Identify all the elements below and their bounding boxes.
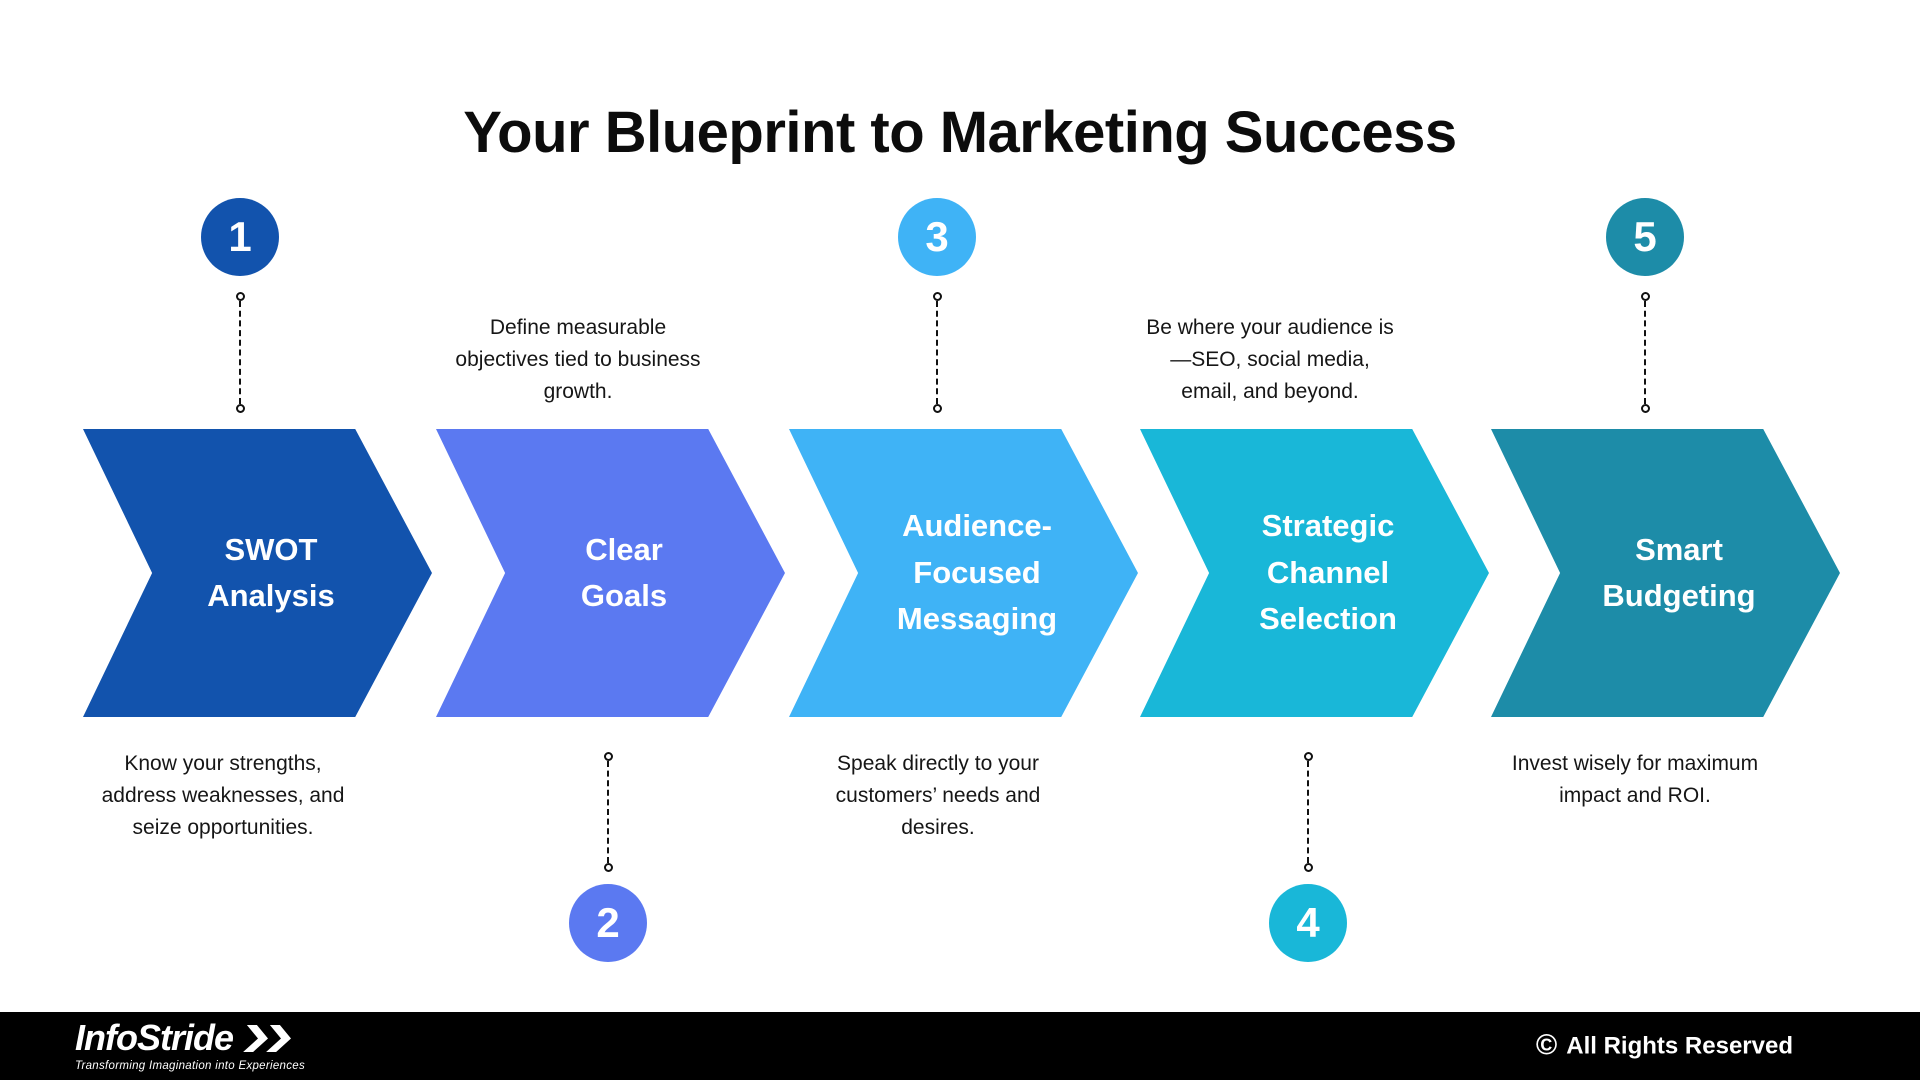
chevron-4: Strategic Channel Selection	[1140, 429, 1489, 717]
connector-4	[1302, 752, 1314, 872]
connector-ring-icon	[603, 752, 613, 761]
page-title: Your Blueprint to Marketing Success	[463, 100, 1457, 165]
copyright-notice: © All Rights Reserved	[1535, 1029, 1793, 1062]
chevron-label-3: Audience- Focused Messaging	[896, 508, 1058, 637]
double-chevron-right-icon	[243, 1024, 293, 1052]
step-circle-1: 1	[201, 198, 279, 276]
connector-dashed-line	[239, 301, 241, 404]
step-number-4: 4	[1296, 899, 1320, 946]
copyright-text: All Rights Reserved	[1566, 1032, 1793, 1059]
step-circle-3: 3	[898, 198, 976, 276]
step-description-5: Invest wisely for maximum impact and ROI…	[1511, 752, 1759, 807]
step-number-1: 1	[228, 213, 252, 260]
connector-ring-icon	[1640, 292, 1650, 301]
step-description-3: Speak directly to your customers’ needs …	[835, 752, 1041, 839]
step-description-2: Define measurable objectives tied to bus…	[455, 316, 701, 403]
connector-ring-icon	[235, 292, 245, 301]
copyright-icon: ©	[1535, 1029, 1558, 1062]
step-number-2: 2	[596, 899, 620, 946]
footer-bar: InfoStride Transforming Imagination into…	[0, 1012, 1920, 1080]
chevron-5: Smart Budgeting	[1491, 429, 1840, 717]
step-number-3: 3	[925, 213, 949, 260]
connector-ring-icon	[1303, 752, 1313, 761]
step-circle-5: 5	[1606, 198, 1684, 276]
chevron-label-1: SWOT Analysis	[207, 531, 335, 614]
step-description-1: Know your strengths, address weaknesses,…	[101, 752, 345, 839]
connector-3	[931, 292, 943, 413]
connector-dashed-line	[1644, 301, 1646, 404]
connector-ring-icon	[603, 863, 613, 872]
step-circle-4: 4	[1269, 884, 1347, 962]
logo-text: InfoStride	[75, 1017, 234, 1058]
connector-ring-icon	[1640, 404, 1650, 413]
chevron-1: SWOT Analysis	[83, 429, 432, 717]
step-description-4: Be where your audience is —SEO, social m…	[1146, 316, 1394, 403]
chevron-label-5: Smart Budgeting	[1602, 531, 1756, 614]
connector-2	[602, 752, 614, 872]
step-circle-2: 2	[569, 884, 647, 962]
step-number-5: 5	[1633, 213, 1657, 260]
chevron-3: Audience- Focused Messaging	[789, 429, 1138, 717]
chevron-2: Clear Goals	[436, 429, 785, 717]
chevron-label-4: Strategic Channel Selection	[1259, 508, 1397, 637]
connector-dashed-line	[936, 301, 938, 404]
connector-ring-icon	[235, 404, 245, 413]
connector-1	[234, 292, 246, 413]
connector-ring-icon	[932, 404, 942, 413]
connector-5	[1639, 292, 1651, 413]
connector-dashed-line	[607, 761, 609, 863]
connector-ring-icon	[932, 292, 942, 301]
logo-tagline: Transforming Imagination into Experience…	[75, 1060, 306, 1072]
connector-ring-icon	[1303, 863, 1313, 872]
infostride-logo: InfoStride Transforming Imagination into…	[75, 1017, 306, 1073]
connector-dashed-line	[1307, 761, 1309, 863]
chevron-label-2: Clear Goals	[580, 531, 668, 614]
